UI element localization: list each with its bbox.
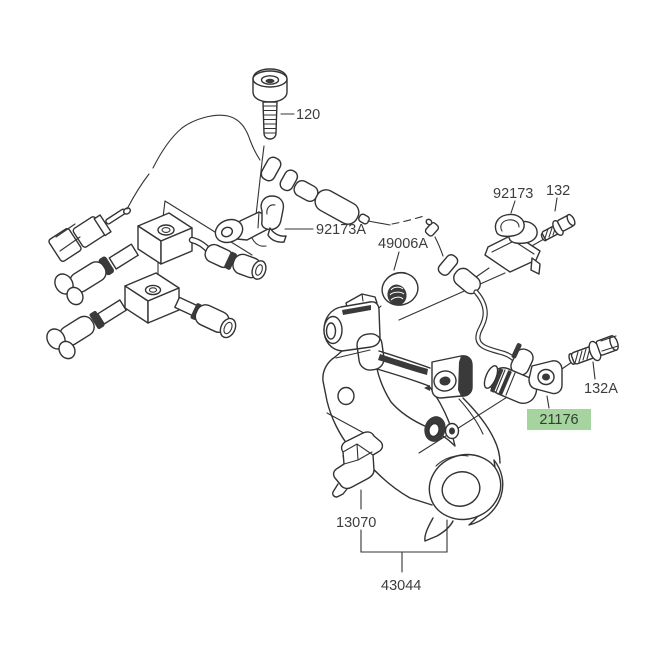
harness-junction-block-2 bbox=[46, 272, 237, 360]
label-132a: 132A bbox=[584, 361, 618, 397]
label-43044-text: 43044 bbox=[381, 578, 421, 594]
bracket-clamp-92173 bbox=[484, 213, 541, 275]
label-120: 120 bbox=[280, 107, 320, 123]
label-92173a: 92173A bbox=[284, 222, 366, 238]
label-21176-text[interactable]: 21176 bbox=[539, 412, 578, 428]
label-132a-text: 132A bbox=[584, 381, 618, 397]
label-132: 132 bbox=[546, 183, 570, 212]
label-13070: 13070 bbox=[336, 489, 376, 531]
label-21176-highlight[interactable]: 21176 bbox=[527, 395, 591, 430]
label-49006a-text: 49006A bbox=[378, 236, 428, 252]
label-92173-text: 92173 bbox=[493, 186, 533, 202]
label-92173: 92173 bbox=[493, 186, 533, 214]
highlight-box[interactable] bbox=[527, 409, 591, 430]
labels-layer: 120 92173A 92173 132 49006A 132A 21176 bbox=[280, 107, 618, 594]
bolt-120 bbox=[252, 68, 288, 140]
label-43044: 43044 bbox=[360, 519, 448, 594]
bracket-43044 bbox=[322, 293, 504, 542]
wiring-harness bbox=[46, 207, 267, 360]
grommet-49006a bbox=[381, 271, 419, 306]
label-13070-text: 13070 bbox=[336, 515, 376, 531]
label-132-text: 132 bbox=[546, 183, 570, 199]
clip-13070 bbox=[332, 431, 384, 498]
label-92173a-text: 92173A bbox=[316, 222, 366, 238]
bolt-132a bbox=[568, 335, 619, 365]
sensor-cable-upper bbox=[126, 114, 520, 366]
harness-plug-connector bbox=[48, 207, 132, 262]
cable-clamp-92173a bbox=[214, 195, 287, 247]
bolt-132 bbox=[540, 213, 576, 242]
label-49006a: 49006A bbox=[378, 236, 428, 271]
harness-junction-block-1 bbox=[54, 212, 267, 306]
label-120-text: 120 bbox=[296, 107, 320, 123]
abs-sensor-21176 bbox=[483, 343, 563, 404]
